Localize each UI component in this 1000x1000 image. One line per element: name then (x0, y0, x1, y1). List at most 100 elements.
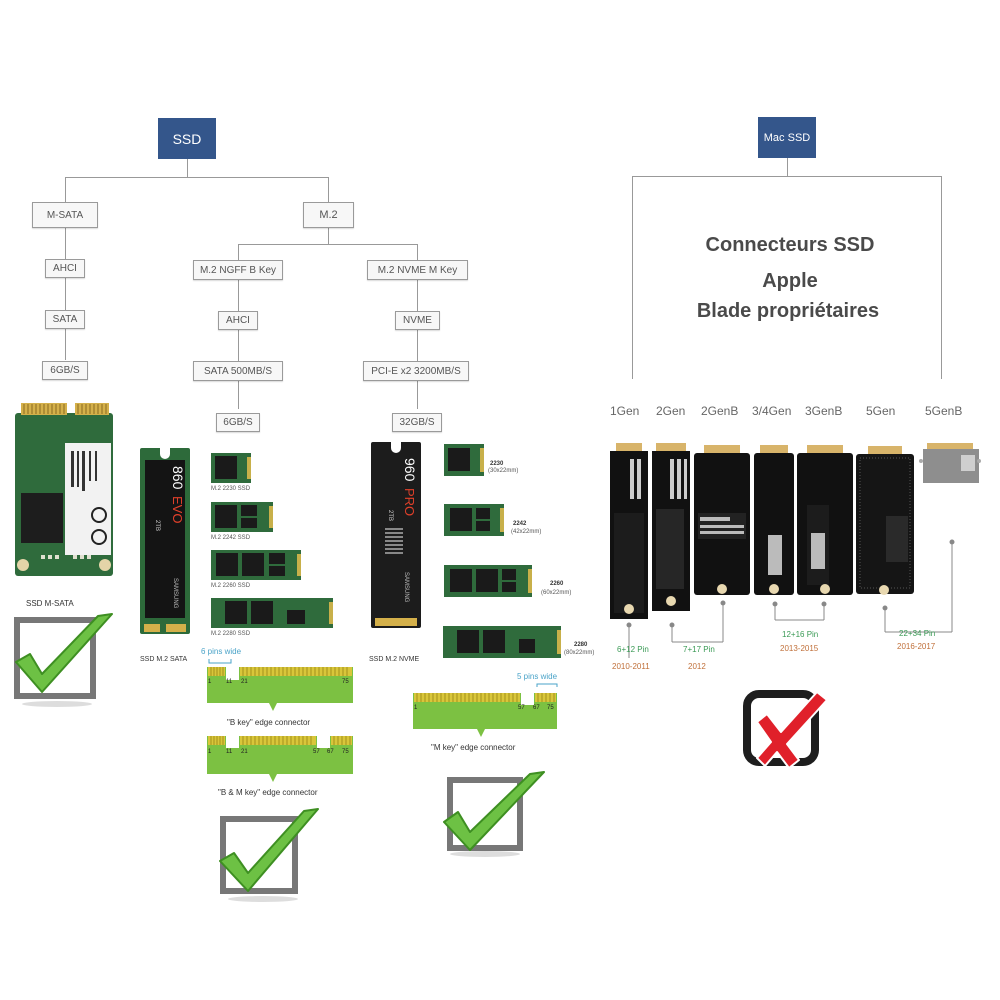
svg-text:860: 860 (170, 466, 186, 490)
connector-line (328, 228, 329, 244)
connector-line (65, 177, 66, 202)
svg-text:PRO: PRO (402, 488, 417, 516)
m-key-caption: "M key" edge connector (431, 743, 516, 752)
svg-text:SAMSUNG: SAMSUNG (403, 572, 409, 603)
m2-2242-nvme-dims: (42x22mm) (511, 529, 542, 535)
m-key-connector (413, 683, 558, 737)
m2-bkey-speed-node: 6GB/S (216, 413, 260, 432)
b-key-pin-1: 1 (208, 679, 212, 685)
pin-group-2-pins: 7+17 Pin (683, 645, 715, 654)
ssd-root-node: SSD (158, 118, 216, 159)
svg-text:2TB: 2TB (387, 510, 393, 521)
m2-sata-card-image: 860 EVO 2TB SAMSUNG (140, 448, 190, 634)
gen-label-2genb: 2GenB (701, 404, 739, 418)
b-key-pin-21: 21 (241, 679, 248, 685)
gen-label-5gen: 5Gen (866, 404, 896, 418)
m2-2230-nvme-size: 2230 (490, 461, 504, 467)
m2-bkey-protocol-node: AHCI (218, 311, 258, 330)
m-key-pin-75: 75 (547, 705, 554, 711)
msata-interface-node: SATA (45, 310, 85, 329)
connector-line (787, 158, 788, 177)
m2-bkey-node: M.2 NGFF B Key (193, 260, 283, 280)
bm-key-pin-67: 67 (327, 749, 334, 755)
connector-line (238, 244, 418, 245)
svg-text:EVO: EVO (170, 496, 185, 523)
m2-2280-nvme-card (443, 626, 561, 658)
m2-2242-nvme-size: 2242 (513, 521, 527, 527)
msata-node: M-SATA (32, 202, 98, 228)
pin-group-2-years: 2012 (688, 662, 706, 671)
bm-key-connector (207, 736, 353, 782)
m-key-pin-57: 57 (518, 705, 525, 711)
apple-cross-icon (743, 690, 828, 769)
connector-line (187, 159, 188, 178)
apple-blade-2gen (652, 443, 690, 611)
m2-2280-nvme-dims: (80x22mm) (564, 650, 595, 656)
bm-key-pin-21: 21 (241, 749, 248, 755)
connector-line (632, 176, 942, 177)
m2-nvme-check-icon (443, 771, 545, 857)
gen-label-1gen: 1Gen (610, 404, 640, 418)
mac-ssd-root-node: Mac SSD (758, 117, 816, 158)
pin-group-4-pins: 22+34 Pin (899, 629, 936, 638)
svg-text:960: 960 (402, 458, 418, 482)
bm-key-pin-75: 75 (342, 749, 349, 755)
m2-bkey-interface-node: SATA 500MB/S (193, 361, 283, 381)
m2-2260-nvme-dims: (60x22mm) (541, 590, 572, 596)
m2-sata-caption: SSD M.2 SATA (140, 656, 188, 663)
apple-title-line-3: Blade propriétaires (696, 300, 880, 322)
pin-group-1-years: 2010-2011 (612, 662, 650, 671)
m2-mkey-node: M.2 NVME M Key (367, 260, 468, 280)
msata-check-icon (14, 613, 113, 707)
m2-2230-label: M.2 2230 SSD (211, 486, 251, 492)
m2-2242-card (211, 502, 273, 532)
connector-line (632, 176, 633, 379)
m-key-pin-1: 1 (414, 705, 418, 711)
connector-line (65, 177, 329, 178)
m2-2230-nvme-card (444, 444, 484, 476)
m2-2280-nvme-size: 2280 (574, 642, 588, 648)
m2-mkey-interface-node: PCI-E x2 3200MB/S (363, 361, 469, 381)
bm-key-caption: "B & M key" edge connector (218, 788, 318, 797)
m2-2260-label: M.2 2260 SSD (211, 583, 251, 589)
msata-protocol-node: AHCI (45, 259, 85, 278)
m2-nvme-caption: SSD M.2 NVME (369, 656, 420, 663)
m2-sata-check-icon (219, 808, 319, 902)
b-key-pin-11: 11 (226, 679, 233, 685)
connector-line (417, 244, 418, 260)
b-key-annotation: 6 pins wide (201, 647, 242, 656)
bm-key-pin-1: 1 (208, 749, 212, 755)
apple-title-line-2: Apple (762, 270, 818, 292)
gen-label-5genb: 5GenB (925, 404, 963, 418)
m2-nvme-card-image: 960 PRO 2TB SAMSUNG (371, 442, 421, 628)
msata-card-image (15, 403, 113, 576)
pin-group-1-pins: 6+12 Pin (617, 645, 649, 654)
m2-2242-label: M.2 2242 SSD (211, 535, 251, 541)
bm-key-pin-57: 57 (313, 749, 320, 755)
m2-2260-nvme-size: 2260 (550, 581, 564, 587)
m2-2280-label: M.2 2280 SSD (211, 631, 251, 637)
svg-text:SAMSUNG: SAMSUNG (172, 578, 178, 609)
m2-2230-card (211, 453, 251, 483)
connector-line (328, 177, 329, 202)
gen-label-2gen: 2Gen (656, 404, 686, 418)
m2-mkey-protocol-node: NVME (395, 311, 440, 330)
bm-key-pin-11: 11 (226, 749, 233, 755)
apple-title-line-1: Connecteurs SSD (705, 234, 875, 256)
m2-mkey-speed-node: 32GB/S (392, 413, 442, 432)
m2-2242-nvme-card (444, 504, 504, 536)
apple-blade-2genb (694, 445, 750, 595)
m-key-pin-67: 67 (533, 705, 540, 711)
pin-group-4-years: 2016-2017 (897, 642, 936, 651)
connector-line (65, 228, 66, 360)
svg-text:2TB: 2TB (154, 520, 160, 531)
apple-blade-5genb (919, 443, 981, 483)
m-key-annotation: 5 pins wide (517, 672, 558, 681)
b-key-pin-75: 75 (342, 679, 349, 685)
connector-line (941, 176, 942, 379)
msata-caption: SSD M-SATA (26, 599, 74, 608)
m2-2280-card (211, 598, 333, 628)
apple-blade-5gen (856, 446, 914, 595)
connector-line (238, 279, 239, 409)
b-key-connector (207, 659, 353, 711)
